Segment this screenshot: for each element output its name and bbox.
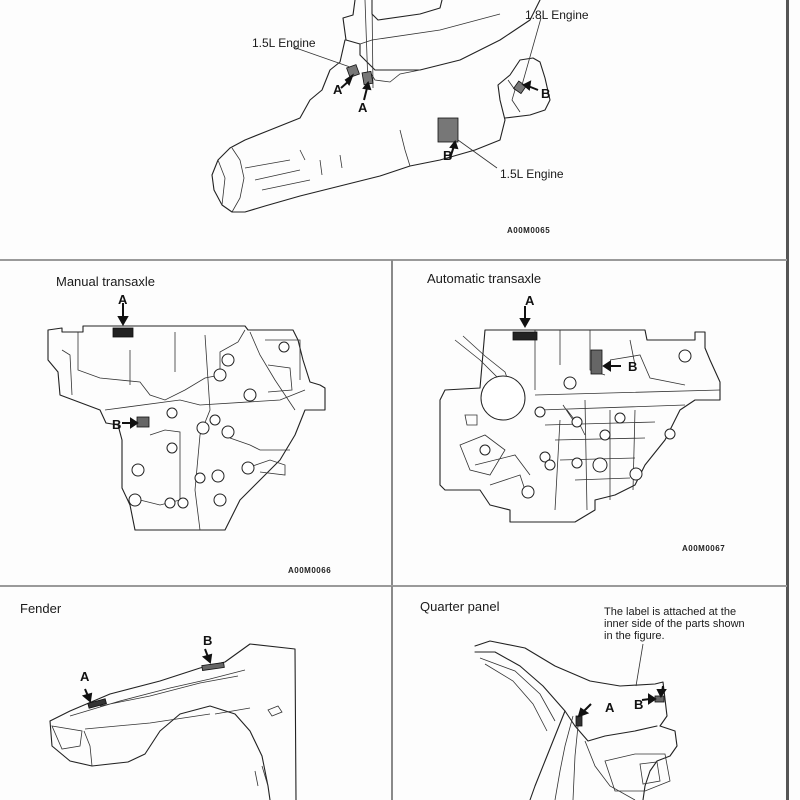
section-title: Automatic transaxle [427, 271, 542, 286]
marker-b: B [628, 359, 638, 374]
label-location-note: The label is attached at the inner side … [604, 606, 745, 642]
note-line-3: in the figure. [604, 630, 665, 642]
automatic-transaxle-drawing [439, 306, 721, 523]
marker-b: B [634, 697, 644, 712]
marker-b-lower: B [443, 148, 453, 163]
marker-a-right: A [358, 100, 368, 115]
note-line-1: The label is attached at the [604, 606, 737, 618]
marker-b: B [203, 633, 213, 648]
callout-1-5l-engine-upper: 1.5L Engine [252, 36, 316, 50]
figure-code: A00M0065 [507, 226, 551, 235]
section-title: Manual transaxle [56, 274, 155, 289]
section-title: Quarter panel [420, 599, 500, 614]
figure-code: A00M0067 [682, 544, 726, 553]
marker-a-left: A [333, 82, 343, 97]
figure-code: A00M0066 [288, 566, 332, 575]
section-title: Fender [20, 601, 62, 616]
divider-middle-vertical [391, 260, 393, 586]
quarter-panel-drawing [474, 640, 678, 800]
page-right-border [786, 0, 789, 800]
marker-a: A [605, 700, 615, 715]
marker-a: A [525, 293, 535, 308]
callout-1-8l-engine: 1.8L Engine [525, 8, 589, 22]
engine-transaxle-drawing [211, 0, 551, 213]
divider-bottom [0, 585, 787, 587]
callout-1-5l-engine-lower: 1.5L Engine [500, 167, 564, 181]
manual-transaxle-drawing [47, 303, 326, 531]
marker-a: A [80, 669, 90, 684]
note-line-2: inner side of the parts shown [604, 618, 745, 630]
divider-top [0, 259, 787, 261]
fender-drawing [49, 643, 297, 800]
marker-a: A [118, 292, 128, 307]
divider-bottom-vertical [391, 586, 393, 800]
marker-b: B [112, 417, 122, 432]
marker-b-upper: B [541, 86, 551, 101]
